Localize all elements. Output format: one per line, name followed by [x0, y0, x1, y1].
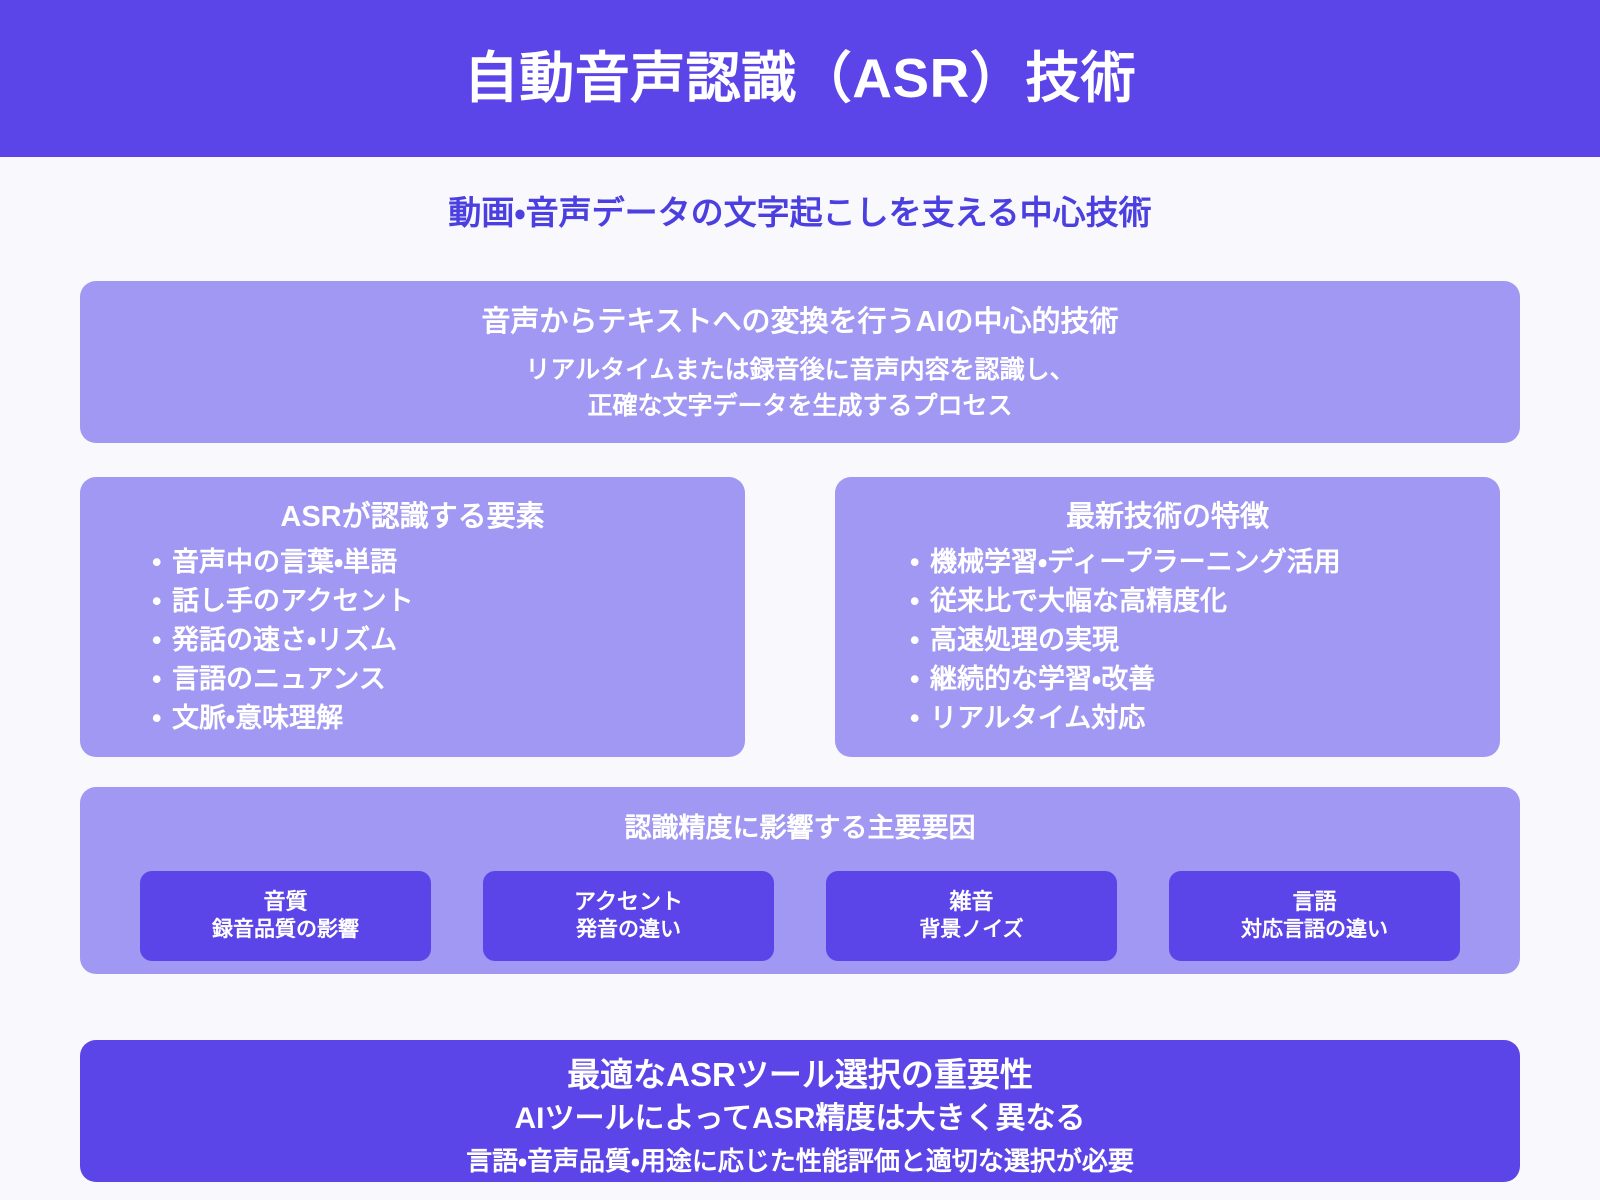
latest-tech-title: 最新技術の特徴 [1065, 501, 1269, 533]
bullet-icon: • [152, 624, 162, 655]
latest-tech-card: 最新技術の特徴 • 機械学習・ディープラーニング活用 • 従来比で大幅な高精度化 •… [835, 477, 1500, 757]
factor-name: 言語 [1292, 889, 1337, 915]
bullet-icon: • [910, 702, 920, 733]
description-heading: 音声からテキストへの変換を行うAIの中心的技術 [481, 306, 1119, 338]
bullet-icon: • [910, 546, 920, 577]
list-item: • 継続的な学習・改善 [910, 660, 1500, 699]
factor-chip-language: 言語 対応言語の違い [1169, 871, 1460, 961]
bullet-icon: • [152, 546, 162, 577]
factor-chip-accent: アクセント 発音の違い [483, 871, 774, 961]
conclusion-subtitle: AIツールによってASR精度は大きく異なる [514, 1101, 1086, 1135]
description-line-1: リアルタイムまたは録音後に音声内容を認識し、 [525, 356, 1075, 385]
list-item: • 音声中の言葉・単語 [152, 543, 745, 582]
conclusion-card: 最適なASRツール選択の重要性 AIツールによってASR精度は大きく異なる 言語… [80, 1040, 1520, 1182]
conclusion-note: 言語・音声品質・用途に応じた性能評価と適切な選択が必要 [466, 1146, 1134, 1177]
list-item-label: 話し手のアクセント [172, 585, 414, 616]
factor-description: 対応言語の違い [1241, 917, 1388, 941]
accuracy-factors-card: 認識精度に影響する主要要因 音質 録音品質の影響 アクセント 発音の違い 雑音 … [80, 787, 1520, 974]
factor-name: 音質 [263, 889, 308, 915]
factor-chip-audio-quality: 音質 録音品質の影響 [140, 871, 431, 961]
bullet-icon: • [152, 585, 162, 616]
asr-elements-list: • 音声中の言葉・単語 • 話し手のアクセント • 発話の速さ・リズム • 言語のニュア… [80, 543, 745, 738]
asr-elements-card: ASRが認識する要素 • 音声中の言葉・単語 • 話し手のアクセント • 発話の速さ・… [80, 477, 745, 757]
bullet-icon: • [910, 585, 920, 616]
list-item-label: 継続的な学習・改善 [930, 663, 1156, 694]
list-item: • 機械学習・ディープラーニング活用 [910, 543, 1500, 582]
page-title: 自動音声認識（ASR）技術 [463, 47, 1137, 110]
factor-description: 発音の違い [576, 917, 681, 941]
factor-name: 雑音 [949, 889, 994, 915]
factor-name: アクセント [574, 889, 683, 915]
factor-description: 背景ノイズ [919, 917, 1024, 941]
asr-elements-title: ASRが認識する要素 [280, 501, 545, 533]
accuracy-factors-title: 認識精度に影響する主要要因 [624, 813, 976, 843]
accuracy-factors-row: 音質 録音品質の影響 アクセント 発音の違い 雑音 背景ノイズ 言語 対応言語の… [140, 871, 1460, 961]
list-item-label: 文脈・意味理解 [172, 702, 344, 733]
list-item: • 文脈・意味理解 [152, 699, 745, 738]
factor-chip-noise: 雑音 背景ノイズ [826, 871, 1117, 961]
list-item: • 従来比で大幅な高精度化 [910, 582, 1500, 621]
list-item-label: 高速処理の実現 [930, 624, 1119, 655]
list-item: • リアルタイム対応 [910, 699, 1500, 738]
latest-tech-list: •機械学習・ディープラーニング活用 •従来比で大幅な高精度化 •高速処理の実現 … [835, 543, 1500, 738]
list-item-label: 従来比で大幅な高精度化 [930, 585, 1227, 616]
bullet-icon: • [910, 624, 920, 655]
conclusion-title: 最適なASRツール選択の重要性 [567, 1056, 1033, 1093]
description-body: リアルタイムまたは録音後に音声内容を認識し、 正確な文字データを生成するプロセス [80, 352, 1520, 425]
bullet-icon: • [152, 702, 162, 733]
list-item: • 発話の速さ・リズム [152, 621, 745, 660]
list-item-label: 言語のニュアンス [172, 663, 386, 694]
list-item-label: リアルタイム対応 [930, 702, 1146, 733]
list-item: • 言語のニュアンス [152, 660, 745, 699]
page-subtitle: 動画・音声データの文字起こしを支える中心技術 [448, 194, 1152, 231]
bullet-icon: • [910, 663, 920, 694]
description-line-2: 正確な文字データを生成するプロセス [587, 392, 1013, 421]
description-card: 音声からテキストへの変換を行うAIの中心的技術 リアルタイムまたは録音後に音声内… [80, 281, 1520, 443]
bullet-icon: • [152, 663, 162, 694]
list-item-label: 機械学習・ディープラーニング活用 [930, 546, 1341, 577]
header-band: 自動音声認識（ASR）技術 [0, 0, 1600, 157]
list-item: • 高速処理の実現 [910, 621, 1500, 660]
factor-description: 録音品質の影響 [212, 917, 359, 941]
list-item-label: 発話の速さ・リズム [172, 624, 398, 655]
list-item: • 話し手のアクセント [152, 582, 745, 621]
list-item-label: 音声中の言葉・単語 [172, 546, 398, 577]
